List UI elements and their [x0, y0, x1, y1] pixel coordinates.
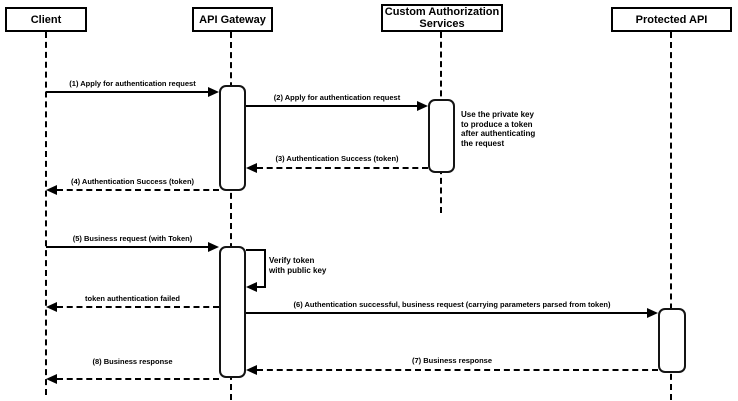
activation-api-gateway-business	[219, 246, 246, 378]
lifeline-api-gateway	[230, 32, 232, 400]
message-8-label: (8) Business response	[92, 357, 173, 366]
participant-protected-api-label: Protected API	[635, 13, 708, 26]
message-6-arrowhead-icon	[647, 308, 658, 318]
message-2-label: (2) Apply for authentication request	[273, 93, 401, 102]
self-message-arrowhead-icon	[246, 282, 257, 292]
participant-api-gateway: API Gateway	[192, 7, 273, 32]
message-6-label: (6) Authentication successful, business …	[293, 300, 611, 309]
message-2-arrowhead-icon	[417, 101, 428, 111]
message-8-arrowhead-icon	[46, 374, 57, 384]
message-3-label: (3) Authentication Success (token)	[275, 154, 399, 163]
message-7-arrowhead-icon	[246, 365, 257, 375]
self-message-label: Verify token with public key	[269, 256, 327, 275]
participant-protected-api: Protected API	[611, 7, 732, 32]
message-1-label: (1) Apply for authentication request	[69, 79, 196, 88]
message-5-line	[46, 246, 211, 248]
message-7-line	[257, 369, 658, 371]
participant-custom-authorization-services-label: Custom Authorization Services	[384, 6, 500, 30]
message-5-arrowhead-icon	[208, 242, 219, 252]
activation-api-gateway-auth	[219, 85, 246, 191]
message-2-line	[246, 105, 420, 107]
message-3-line	[257, 167, 428, 169]
participant-custom-authorization-services: Custom Authorization Services	[381, 4, 503, 32]
lifeline-client	[45, 32, 47, 395]
message-1-arrowhead-icon	[208, 87, 219, 97]
message-4-label: (4) Authentication Success (token)	[70, 177, 195, 186]
activation-custom-authorization-services	[428, 99, 455, 173]
participant-api-gateway-label: API Gateway	[199, 13, 266, 26]
message-6-line	[246, 312, 647, 314]
message-fail-arrowhead-icon	[46, 302, 57, 312]
message-4-arrowhead-icon	[46, 185, 57, 195]
self-message-bottom-line	[257, 286, 266, 288]
lifeline-protected-api	[670, 32, 672, 400]
activation-protected-api	[658, 308, 686, 373]
message-3-arrowhead-icon	[246, 163, 257, 173]
message-8-line	[57, 378, 219, 380]
participant-client: Client	[5, 7, 87, 32]
message-fail-label: token authentication failed	[84, 294, 180, 303]
participant-client-label: Client	[30, 13, 62, 26]
message-1-line	[46, 91, 211, 93]
message-5-label: (5) Business request (with Token)	[72, 234, 193, 243]
message-7-label: (7) Business response	[411, 356, 493, 365]
note-private-key: Use the private key to produce a token a…	[461, 110, 536, 148]
self-message-vertical-line	[264, 249, 266, 288]
message-fail-line	[57, 306, 219, 308]
message-4-line	[57, 189, 219, 191]
self-message-top-line	[246, 249, 266, 251]
